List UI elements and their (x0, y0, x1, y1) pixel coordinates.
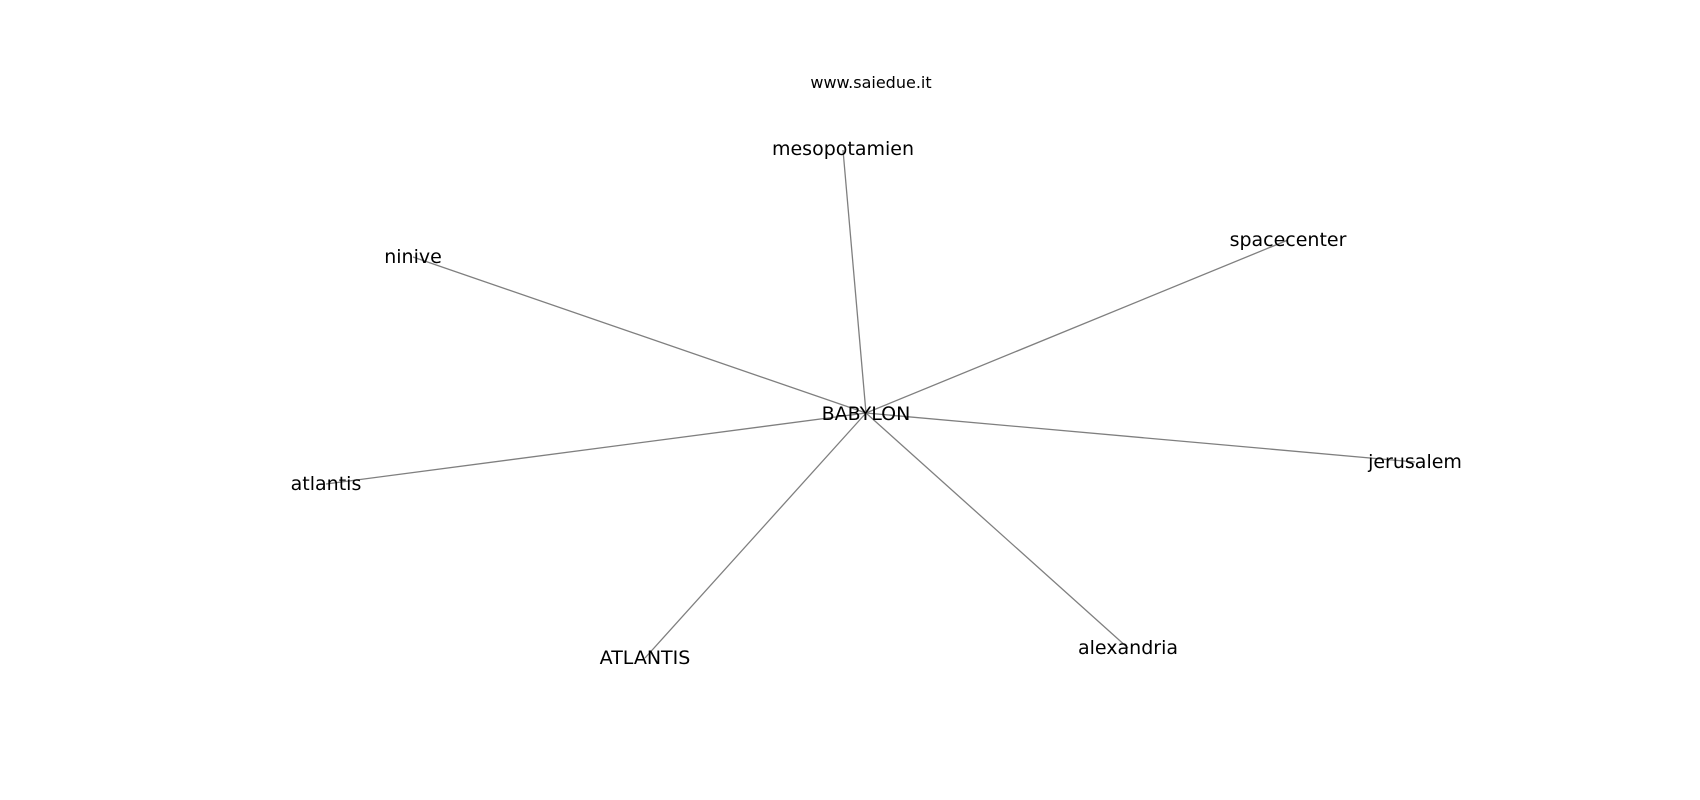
edge-babylon-spacecenter (865, 239, 1289, 414)
node-label: mesopotamien (772, 138, 914, 160)
node-label: alexandria (1078, 637, 1178, 659)
edges (325, 149, 1416, 659)
edge-babylon-atlantis (325, 412, 867, 485)
node-label: jerusalem (1367, 451, 1462, 473)
node-label: ATLANTIS (600, 647, 691, 669)
node-label: atlantis (291, 473, 362, 495)
node-label: ninive (384, 246, 442, 268)
node-label: spacecenter (1230, 229, 1347, 251)
site-label: www.saiedue.it (810, 73, 931, 92)
node-labels: www.saiedue.it BABYLON mesopotamien spac… (291, 73, 1462, 669)
edge-babylon-jerusalem (865, 412, 1416, 463)
node-label-center: BABYLON (822, 403, 911, 425)
edge-babylon-mesopotamien (842, 149, 867, 414)
edge-babylon-ninive (412, 256, 867, 414)
edge-babylon-alexandria (865, 412, 1129, 649)
edge-babylon-ATLANTIS (644, 412, 867, 659)
